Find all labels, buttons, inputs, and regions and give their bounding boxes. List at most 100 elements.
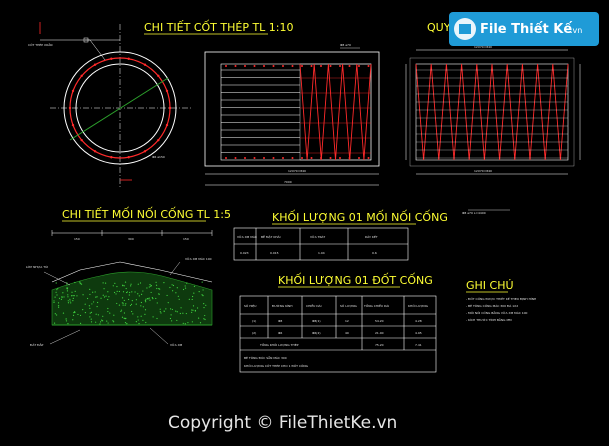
hatch-dot	[135, 321, 137, 323]
hatch-dot	[55, 291, 57, 293]
hatch-dot	[127, 298, 130, 301]
hatch-dot	[137, 293, 139, 295]
hatch-dot	[65, 318, 67, 320]
bottom-dot	[234, 157, 237, 159]
hatch-dot	[175, 310, 177, 312]
hatch-dot	[58, 306, 60, 308]
hatch-dot	[88, 305, 90, 307]
hatch-dot	[113, 321, 115, 323]
circle-section: CỐT THÉP XOẮN Φ6 a150	[28, 22, 192, 188]
hatch-dot	[156, 287, 158, 290]
hatch-dot	[112, 285, 114, 287]
hatch-dot	[155, 281, 157, 283]
hatch-dot	[54, 296, 56, 298]
top-dot	[348, 65, 351, 67]
hatch-dot	[158, 288, 161, 290]
rebar-dot	[143, 150, 147, 153]
hatch-dot	[185, 312, 187, 315]
hatch-dot	[82, 294, 84, 296]
hatch-dot	[107, 307, 109, 310]
top-dot	[358, 65, 360, 67]
rebar-dot	[80, 74, 83, 78]
hatch-dot	[56, 314, 58, 316]
hatch-dot	[72, 297, 74, 299]
hatch-dot	[62, 292, 64, 294]
hatch-dot	[166, 294, 168, 297]
ts-r1c2: 40	[345, 331, 349, 335]
hatch-dot	[169, 317, 172, 320]
tj-c0: 0.023	[240, 251, 249, 255]
hatch-dot	[62, 312, 65, 314]
ts-total-0: 75.20	[375, 343, 384, 347]
hatch-dot	[130, 285, 132, 287]
rebar-dot	[165, 123, 169, 127]
hatch-dot	[92, 301, 95, 303]
hatch-dot	[124, 304, 126, 306]
hatch-dot	[131, 300, 133, 302]
hatch-dot	[107, 291, 109, 293]
hatch-dot	[198, 291, 200, 293]
hatch-dot	[186, 282, 188, 284]
top-dot	[301, 65, 303, 67]
hatch-dot	[178, 298, 180, 300]
ts-h1: CHIỀU DÀI	[306, 303, 322, 308]
ts-h2: SỐ LƯỢNG	[340, 303, 357, 308]
top-dot	[310, 65, 313, 67]
watermark: Copyright © FileThietKe.vn	[168, 413, 397, 433]
hatch-dot	[184, 323, 186, 325]
hatch-dot	[172, 290, 174, 292]
title-rebar: CHI TIẾT CỐT THÉP TL 1:10	[144, 20, 294, 34]
bottom-dot	[282, 157, 284, 159]
top-dot	[329, 65, 332, 67]
hatch-dot	[71, 291, 73, 293]
hatch-dot	[90, 321, 93, 323]
spiral-line-right	[415, 63, 569, 161]
ts-note1: BÊ TÔNG ĐÚC SẴN MÁC 300	[244, 355, 287, 360]
tj-h1: BỀ MẶT KHẢI	[261, 234, 281, 239]
hatch-dot	[118, 304, 121, 306]
hatch-dot	[53, 301, 55, 304]
hatch-dot	[105, 295, 107, 297]
hatch-dot	[163, 310, 165, 312]
hatch-dot	[84, 303, 86, 305]
top-dot	[367, 65, 370, 67]
hatch-dot	[169, 308, 172, 310]
hatch-dot	[175, 292, 177, 294]
hatch-dot	[191, 309, 193, 311]
hatch-dot	[144, 299, 146, 302]
hatch-dot	[171, 284, 173, 286]
hatch-dot	[104, 282, 107, 284]
bottom-dot	[367, 157, 370, 159]
hatch-dot	[67, 323, 69, 325]
top-dot	[272, 65, 275, 67]
hatch-dot	[131, 310, 133, 313]
svg-text:(1): (1)	[252, 319, 256, 323]
title-qty-joint: KHỐI LƯỢNG 01 MỐI NỐI CỐNG	[272, 210, 448, 224]
hatch-dot	[80, 283, 83, 285]
hatch-dot	[63, 296, 65, 298]
bottom-bar-dots	[225, 157, 370, 159]
ts-r1c4: 4.95	[415, 331, 422, 335]
ts-r0c4: 4.28	[415, 319, 422, 323]
hatch-dot	[140, 301, 143, 304]
rebar-dot	[93, 63, 97, 66]
hatch-dot	[135, 303, 137, 305]
hatch-dot	[191, 321, 193, 323]
hatch-dot	[90, 318, 92, 320]
hatch-dot	[159, 311, 161, 313]
title-joint: CHI TIẾT MỐI NỐI CỐNG TL 1:5	[62, 207, 231, 221]
hatch-dot	[150, 285, 152, 287]
hatch-dot	[191, 298, 193, 301]
hatch-dot	[102, 282, 104, 284]
hatch-dot	[116, 302, 118, 305]
hatch-dot	[140, 293, 143, 296]
hatch-dot	[182, 288, 185, 291]
layer-label: LỚP NHỰA TÚI	[26, 264, 48, 269]
hatch-dot	[108, 296, 110, 298]
hatch-dot	[89, 316, 91, 318]
hatch-dot	[138, 295, 140, 297]
hatch-dot	[121, 302, 123, 304]
hatch-dot	[203, 306, 205, 309]
hatch-dot	[201, 294, 203, 296]
hatch-dot	[89, 293, 91, 296]
